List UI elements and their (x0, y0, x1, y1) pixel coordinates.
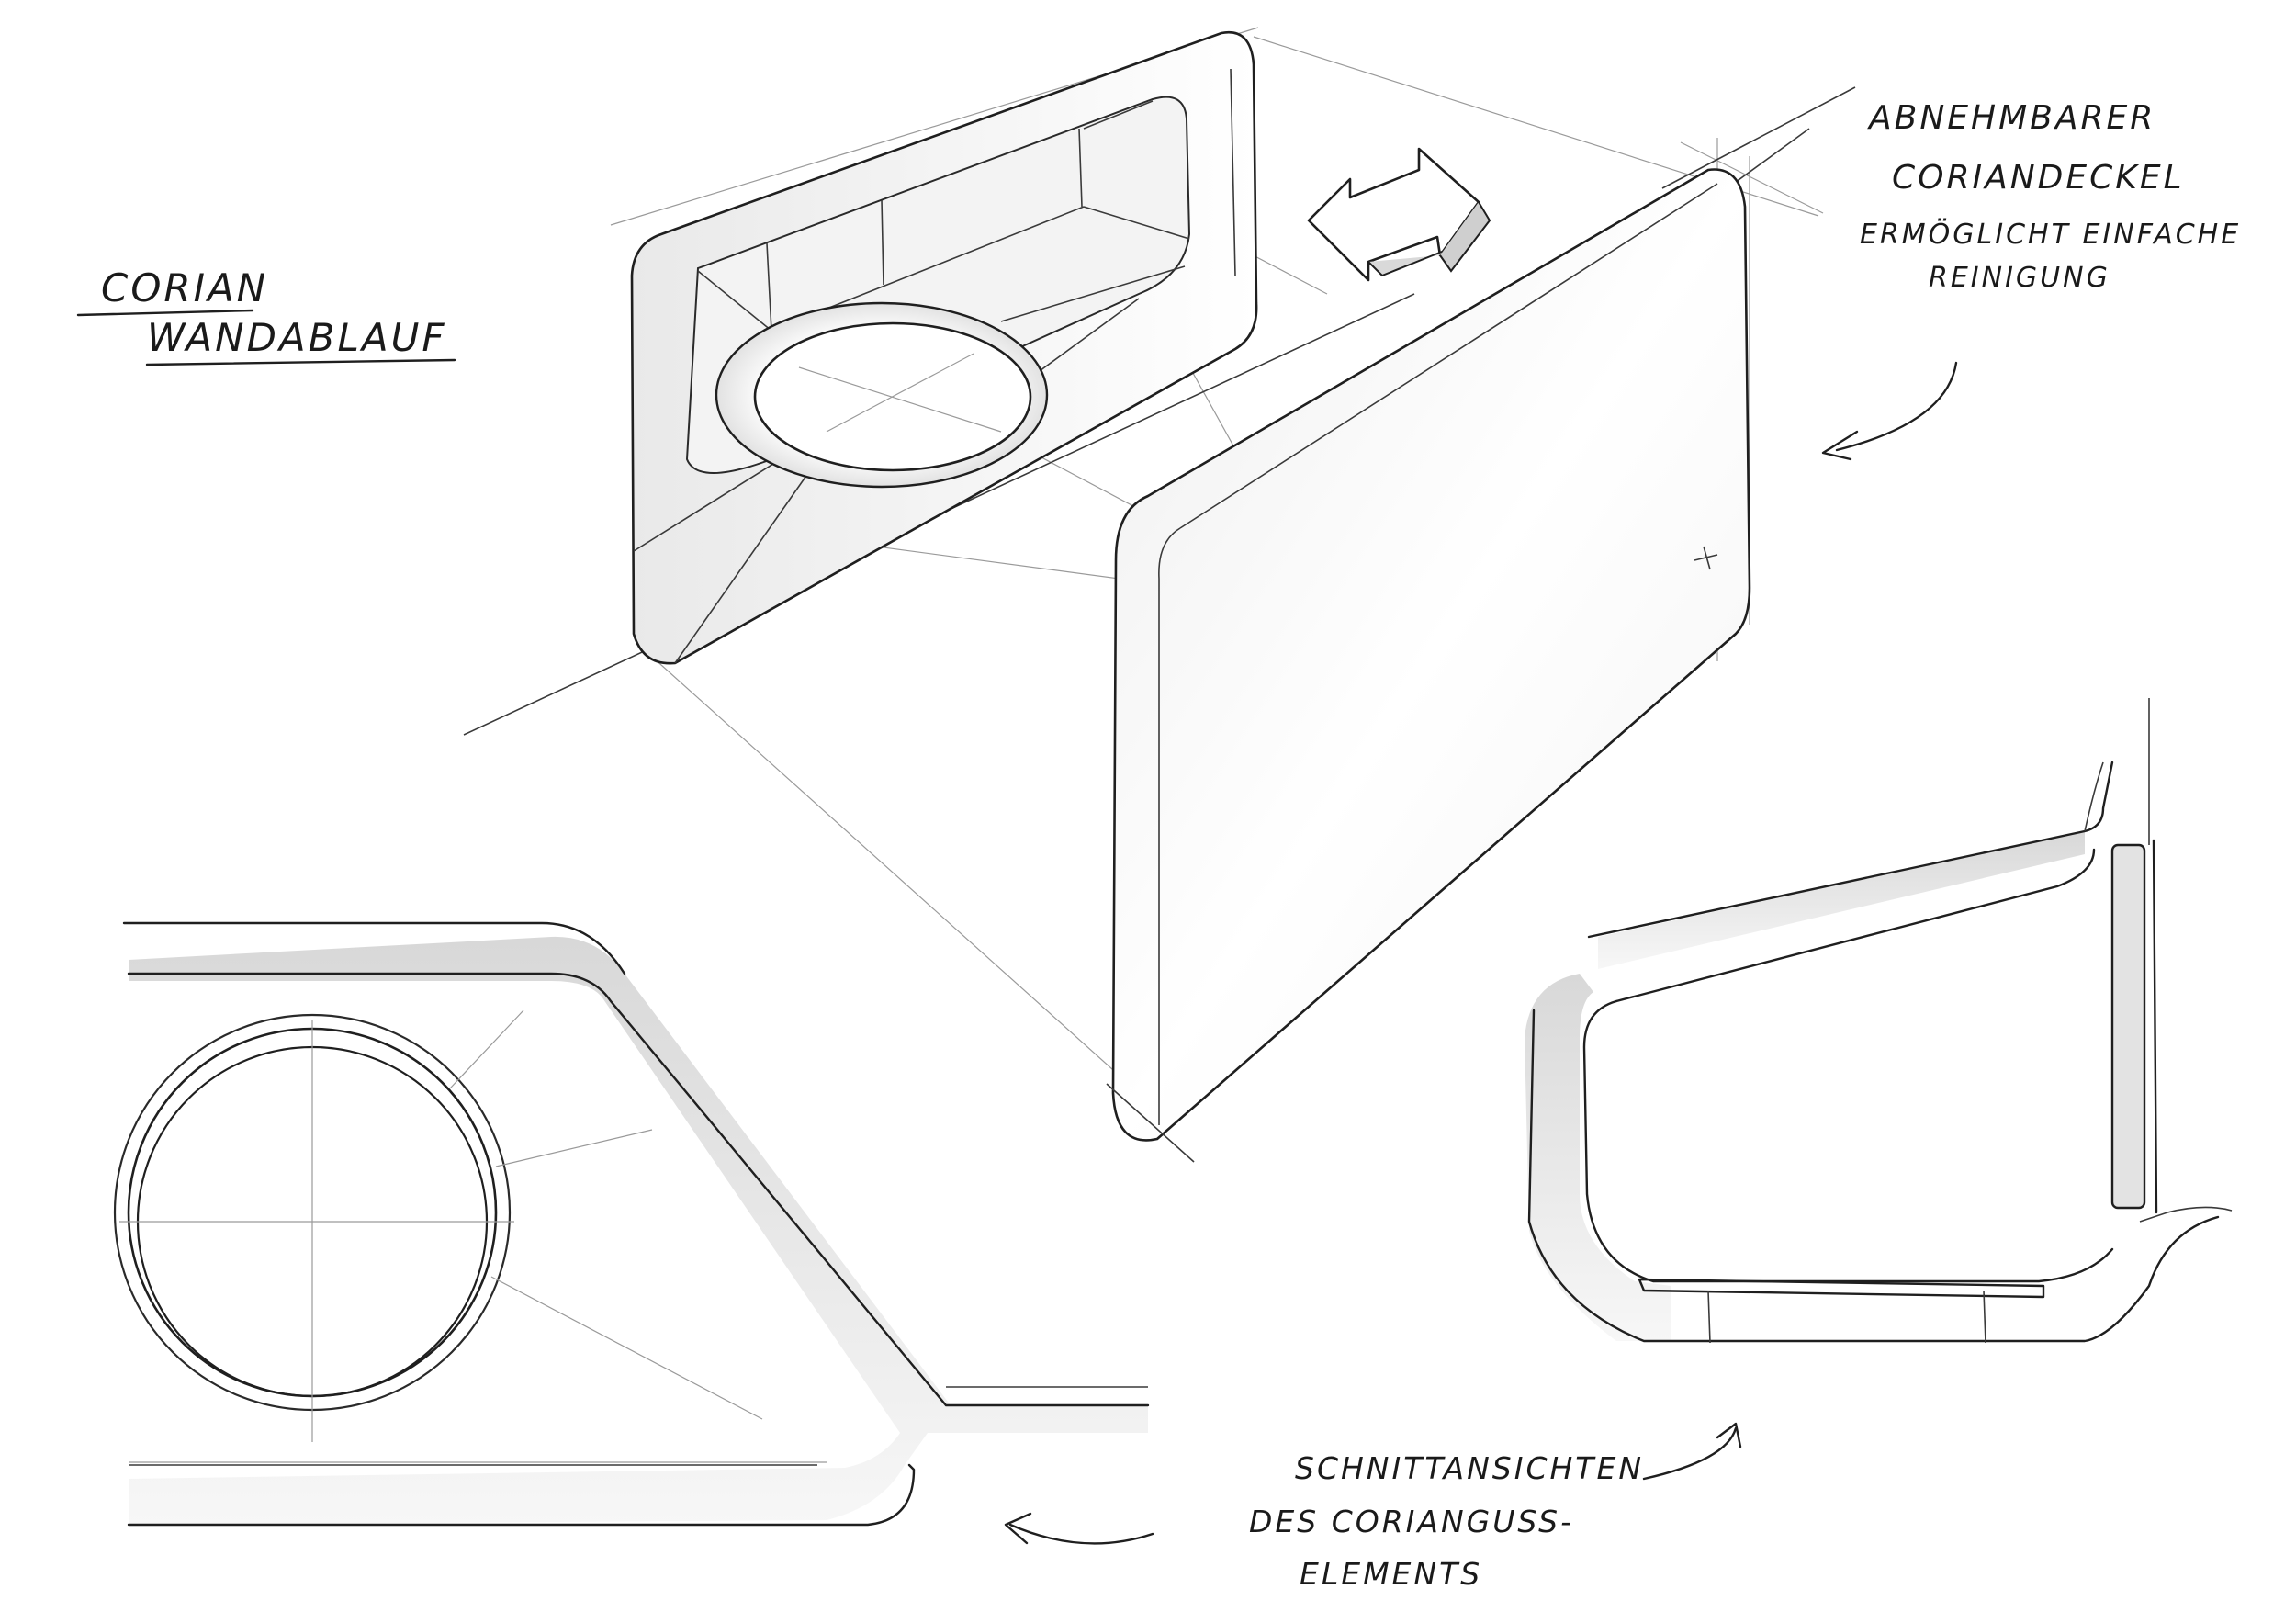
section-right-wall (2152, 839, 2158, 1214)
title-underline-2 (145, 358, 456, 366)
section-right-outlet (1707, 1290, 1986, 1344)
drain-body-iso (463, 27, 1856, 1094)
section-right-top-band (1598, 831, 2085, 969)
title-line-1: CORIAN (101, 265, 268, 310)
cover-mark-2 (1694, 554, 1718, 561)
cover-panel (1111, 168, 1751, 1142)
arrow-head-left (1004, 1512, 1032, 1545)
title-underline-1 (76, 309, 254, 317)
section-contour-bottom (127, 1463, 916, 1527)
cover-top-edge (1179, 183, 1718, 529)
section-right-base (2139, 1206, 2233, 1223)
section-right-fillet (2084, 761, 2104, 832)
title-block: CORIAN WANDABLAUF (76, 265, 456, 366)
cover-annotation-line-2: CORIANDECKEL (1892, 159, 2185, 197)
cover-edge-inner (1158, 527, 1181, 1125)
arrow-head-right (1716, 1422, 1742, 1448)
curved-arrow-right (1642, 1426, 1738, 1481)
section-right-top-inner (1615, 848, 2096, 1003)
section-annotation-line-2: DES CORIANGUSS- (1249, 1504, 1574, 1539)
section-right-cover (2110, 843, 2146, 1210)
frame-edge (1230, 68, 1236, 276)
cover-annotation-line-1: ABNEHMBARER (1867, 99, 2155, 137)
removable-cover (1106, 168, 1751, 1163)
section-right-side-band (1525, 974, 1671, 1341)
section-right-outer (1527, 1009, 2220, 1343)
curved-arrow-left (1008, 1523, 1154, 1545)
hole-grid (798, 353, 1002, 433)
double-arrow-icon (1307, 147, 1491, 282)
section-right-cavity (1582, 999, 2114, 1283)
cover-annotation-line-4: REINIGUNG (1929, 262, 2110, 294)
section-contour-outer (122, 921, 626, 975)
cover-annotation: ABNEHMBARER CORIANDECKEL ERMÖGLICHT EINF… (1860, 99, 2241, 294)
section-construction (119, 1009, 827, 1463)
section-annotation-line-1: SCHNITTANSICHTEN (1295, 1450, 1644, 1486)
section-right-shelf (1638, 1278, 2045, 1299)
section-right-top (1587, 761, 2114, 939)
section-annotation: SCHNITTANSICHTEN DES CORIANGUSS- ELEMENT… (1249, 1450, 1644, 1592)
cover-foot-mark (1106, 1083, 1195, 1163)
cover-annotation-line-3: ERMÖGLICHT EINFACHE (1860, 218, 2241, 251)
curved-arrow-icon (1835, 361, 1958, 452)
top-line (1661, 86, 1856, 189)
section-band (129, 936, 1148, 1525)
arrow-head-cover (1821, 430, 1859, 461)
section-view-right (1525, 698, 2233, 1344)
section-annotation-line-3: ELEMENTS (1300, 1556, 1482, 1592)
section-contour-top (127, 972, 1150, 1407)
title-line-2: WANDABLAUF (147, 315, 447, 360)
section-view-left (113, 921, 1150, 1527)
